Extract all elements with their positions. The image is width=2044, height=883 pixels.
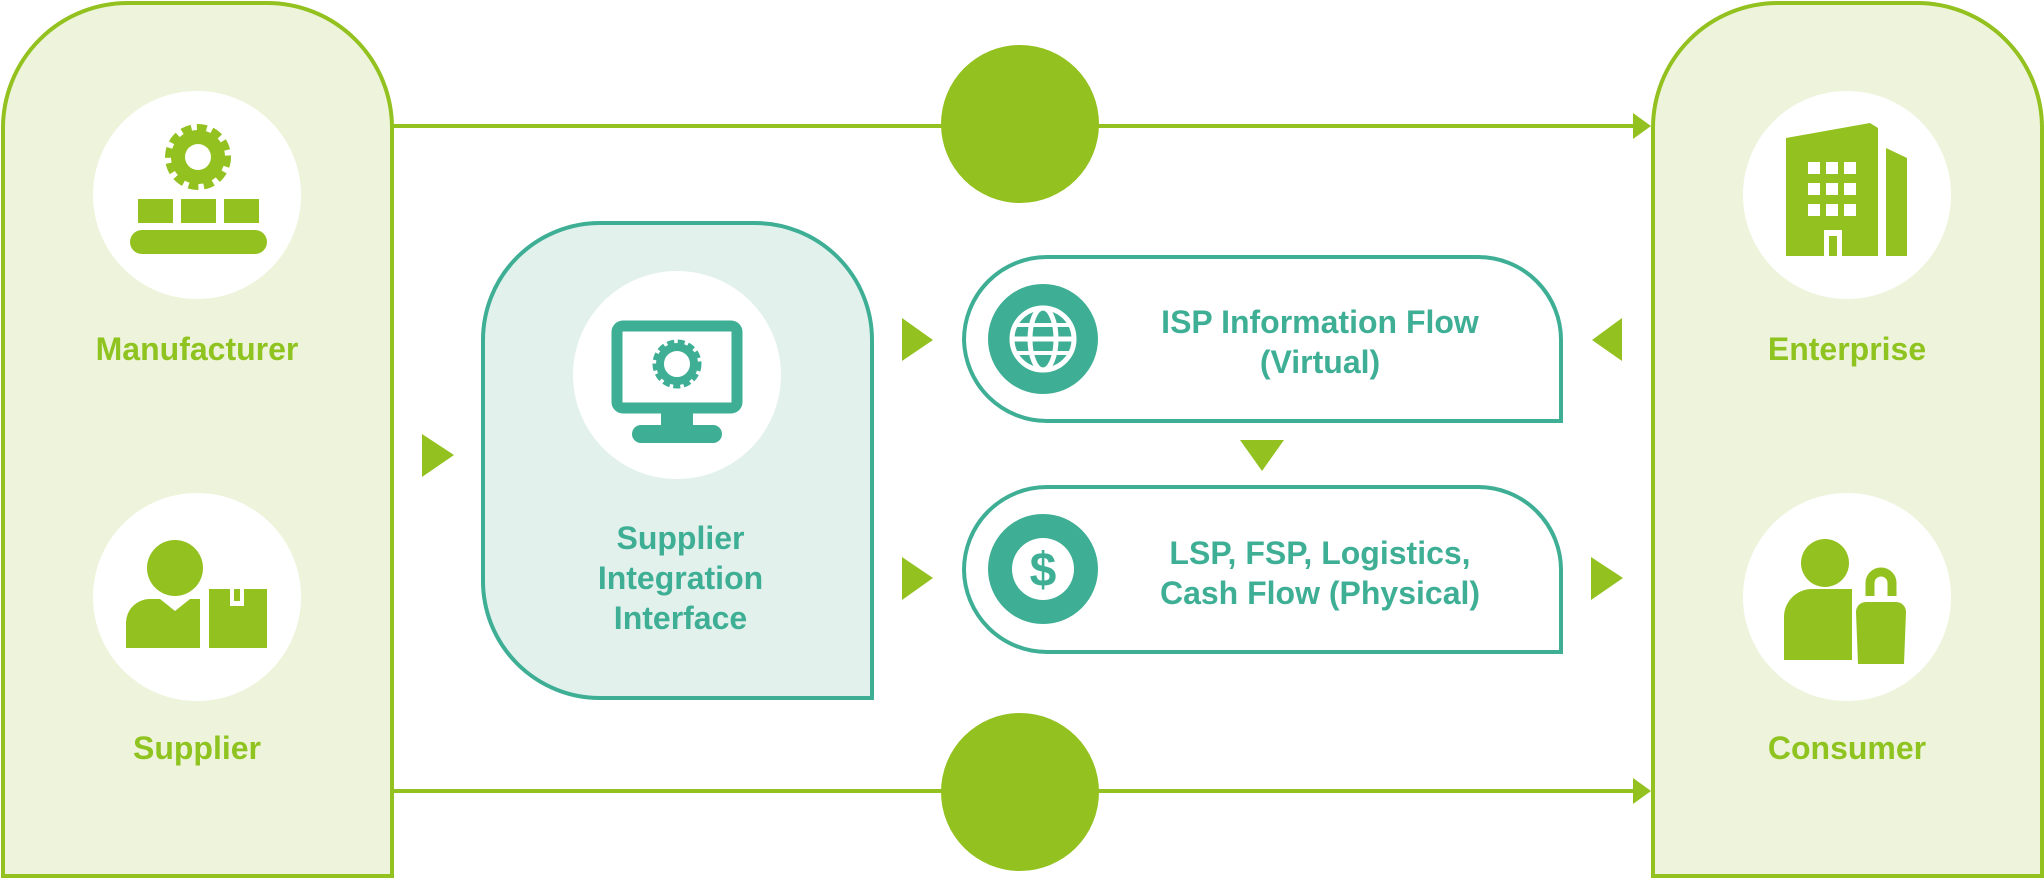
- arrow-from-enterprise-icon: [1592, 318, 1622, 361]
- arrow-to-physical-flow-icon: [902, 557, 933, 600]
- top-circle-node: [941, 45, 1099, 203]
- consumer-label: Consumer: [1767, 730, 1927, 766]
- interface-label-line3: Interface: [613, 600, 748, 636]
- enterprise-label: Enterprise: [1767, 331, 1927, 367]
- monitor-gear-icon: [611, 320, 743, 443]
- dollar-icon: $: [988, 514, 1098, 624]
- info-flow-label-line1: ISP Information Flow: [1161, 304, 1479, 340]
- info-flow-label: ISP Information Flow (Virtual): [1110, 302, 1530, 382]
- bottom-circle-node: [941, 713, 1099, 871]
- bottom-connector-arrow-icon: [1633, 778, 1651, 804]
- interface-label-line2: Integration: [597, 560, 764, 596]
- interface-label-line1: Supplier: [616, 520, 745, 556]
- top-connector-arrow-icon: [1633, 113, 1651, 139]
- physical-flow-label-line1: LSP, FSP, Logistics,: [1169, 535, 1471, 571]
- svg-text:$: $: [1030, 544, 1057, 597]
- supplier-label: Supplier: [132, 730, 261, 766]
- factory-gear-icon: [130, 124, 267, 254]
- arrow-info-to-physical-icon: [1240, 440, 1284, 471]
- consumer-bag-icon: [1784, 539, 1910, 664]
- physical-flow-label-line2: Cash Flow (Physical): [1159, 575, 1481, 611]
- interface-label: Supplier Integration Interface: [533, 518, 828, 638]
- globe-icon: [988, 284, 1098, 394]
- supplier-icon-circle: [93, 493, 301, 701]
- arrow-to-consumer-icon: [1591, 557, 1623, 600]
- info-flow-box: [961, 255, 1563, 423]
- arrow-to-interface-icon: [422, 434, 454, 477]
- physical-flow-box: [961, 485, 1563, 654]
- manufacturer-icon-circle: [93, 91, 301, 299]
- interface-icon-circle: [573, 271, 781, 479]
- building-icon: [1786, 123, 1907, 256]
- physical-flow-label: LSP, FSP, Logistics, Cash Flow (Physical…: [1110, 533, 1530, 613]
- info-flow-label-line2: (Virtual): [1259, 344, 1381, 380]
- manufacturer-label: Manufacturer: [95, 331, 299, 367]
- arrow-to-info-flow-icon: [902, 318, 933, 361]
- supplier-box-icon: [126, 540, 267, 648]
